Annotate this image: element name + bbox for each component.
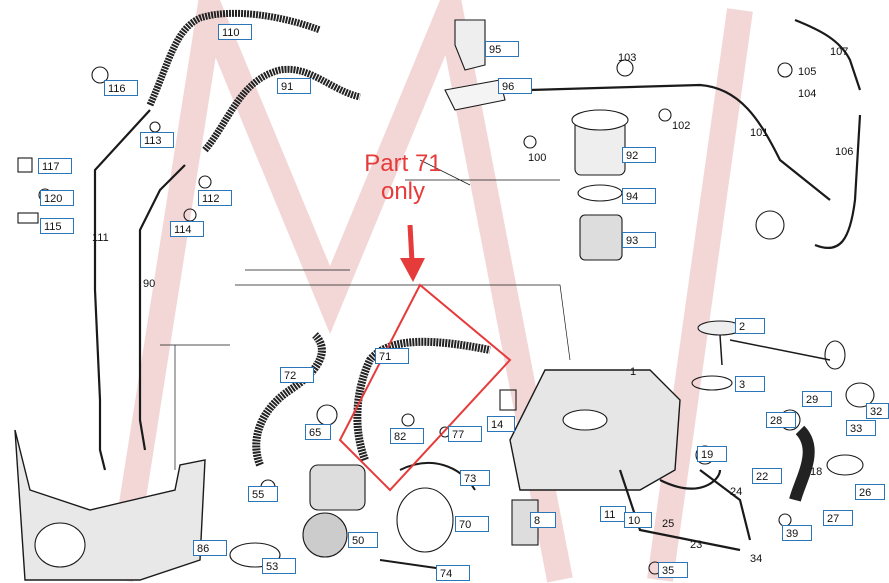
part-label-33[interactable]: 33 bbox=[846, 420, 876, 436]
part-label-102[interactable]: 102 bbox=[672, 120, 691, 132]
filter-element-93 bbox=[579, 214, 623, 261]
part-label-71[interactable]: 71 bbox=[375, 348, 409, 364]
part-label-10[interactable]: 10 bbox=[624, 512, 652, 528]
part-label-113[interactable]: 113 bbox=[140, 132, 174, 148]
part-label-50[interactable]: 50 bbox=[348, 532, 378, 548]
part-label-1[interactable]: 1 bbox=[630, 366, 637, 378]
watermark bbox=[107, 0, 753, 583]
part-label-19[interactable]: 19 bbox=[697, 446, 727, 462]
part-label-93[interactable]: 93 bbox=[622, 232, 656, 248]
part-label-111[interactable]: 111 bbox=[92, 232, 109, 244]
plate-96 bbox=[444, 79, 506, 111]
part-label-72[interactable]: 72 bbox=[280, 367, 314, 383]
part-label-55[interactable]: 55 bbox=[248, 486, 278, 502]
part-label-107[interactable]: 107 bbox=[830, 46, 849, 58]
callout-line-1: Part 71 bbox=[364, 150, 442, 177]
part-label-29[interactable]: 29 bbox=[802, 391, 832, 407]
part-label-90[interactable]: 90 bbox=[143, 278, 156, 290]
part-label-95[interactable]: 95 bbox=[485, 41, 519, 57]
part-label-116[interactable]: 116 bbox=[104, 80, 138, 96]
part-label-114[interactable]: 114 bbox=[170, 221, 204, 237]
part-label-112[interactable]: 112 bbox=[198, 190, 232, 206]
part-label-73[interactable]: 73 bbox=[460, 470, 490, 486]
part-label-3[interactable]: 3 bbox=[735, 376, 765, 392]
part-label-18[interactable]: 18 bbox=[810, 466, 823, 478]
part-label-70[interactable]: 70 bbox=[455, 516, 489, 532]
bracket-95 bbox=[454, 19, 486, 71]
part-label-94[interactable]: 94 bbox=[622, 188, 656, 204]
part-label-14[interactable]: 14 bbox=[487, 416, 515, 432]
callout-line-2: only bbox=[380, 178, 426, 205]
fuel-tank bbox=[509, 369, 681, 491]
part-label-26[interactable]: 26 bbox=[855, 484, 885, 500]
part-label-105[interactable]: 105 bbox=[798, 66, 817, 78]
hose-91 bbox=[202, 65, 361, 153]
part-label-96[interactable]: 96 bbox=[498, 78, 532, 94]
part-label-11[interactable]: 11 bbox=[600, 506, 626, 522]
pipe-101 bbox=[529, 83, 831, 201]
part-label-25[interactable]: 25 bbox=[662, 518, 675, 530]
pipe-90 bbox=[138, 164, 186, 451]
pipe-106 bbox=[814, 114, 862, 250]
part-label-103[interactable]: 103 bbox=[618, 52, 637, 64]
hose-110 bbox=[146, 9, 322, 107]
part-label-106[interactable]: 106 bbox=[835, 146, 854, 158]
part-label-8[interactable]: 8 bbox=[530, 512, 556, 528]
pipe-107 bbox=[794, 18, 862, 91]
part-label-24[interactable]: 24 bbox=[730, 486, 743, 498]
callout-note: Part 71 only bbox=[338, 150, 468, 206]
part-label-120[interactable]: 120 bbox=[40, 190, 74, 206]
highlight-arrow bbox=[407, 224, 415, 263]
part-label-100[interactable]: 100 bbox=[528, 152, 547, 164]
part-label-82[interactable]: 82 bbox=[390, 428, 424, 444]
part-label-39[interactable]: 39 bbox=[782, 525, 812, 541]
part-label-34[interactable]: 34 bbox=[750, 553, 763, 565]
part-label-28[interactable]: 28 bbox=[766, 412, 796, 428]
part-label-101[interactable]: 101 bbox=[750, 127, 769, 139]
part-label-77[interactable]: 77 bbox=[448, 426, 482, 442]
part-label-86[interactable]: 86 bbox=[193, 540, 227, 556]
part-label-110[interactable]: 110 bbox=[218, 24, 252, 40]
part-label-104[interactable]: 104 bbox=[798, 88, 817, 100]
hose-71 bbox=[353, 337, 491, 462]
highlight-box bbox=[338, 283, 512, 492]
part-label-115[interactable]: 115 bbox=[40, 218, 74, 234]
hose-72 bbox=[252, 332, 326, 467]
gasket-94 bbox=[577, 184, 623, 202]
part-label-32[interactable]: 32 bbox=[866, 403, 889, 419]
part-label-2[interactable]: 2 bbox=[735, 318, 765, 334]
fuel-pump bbox=[309, 464, 366, 511]
part-label-117[interactable]: 117 bbox=[38, 158, 72, 174]
part-label-35[interactable]: 35 bbox=[658, 562, 688, 578]
part-label-27[interactable]: 27 bbox=[823, 510, 853, 526]
part-label-65[interactable]: 65 bbox=[305, 424, 331, 440]
part-label-74[interactable]: 74 bbox=[436, 565, 470, 581]
part-label-53[interactable]: 53 bbox=[262, 558, 296, 574]
part-label-91[interactable]: 91 bbox=[277, 78, 311, 94]
pipe-111 bbox=[93, 109, 151, 471]
part-label-23[interactable]: 23 bbox=[690, 539, 703, 551]
part-label-92[interactable]: 92 bbox=[622, 147, 656, 163]
part-label-22[interactable]: 22 bbox=[752, 468, 782, 484]
